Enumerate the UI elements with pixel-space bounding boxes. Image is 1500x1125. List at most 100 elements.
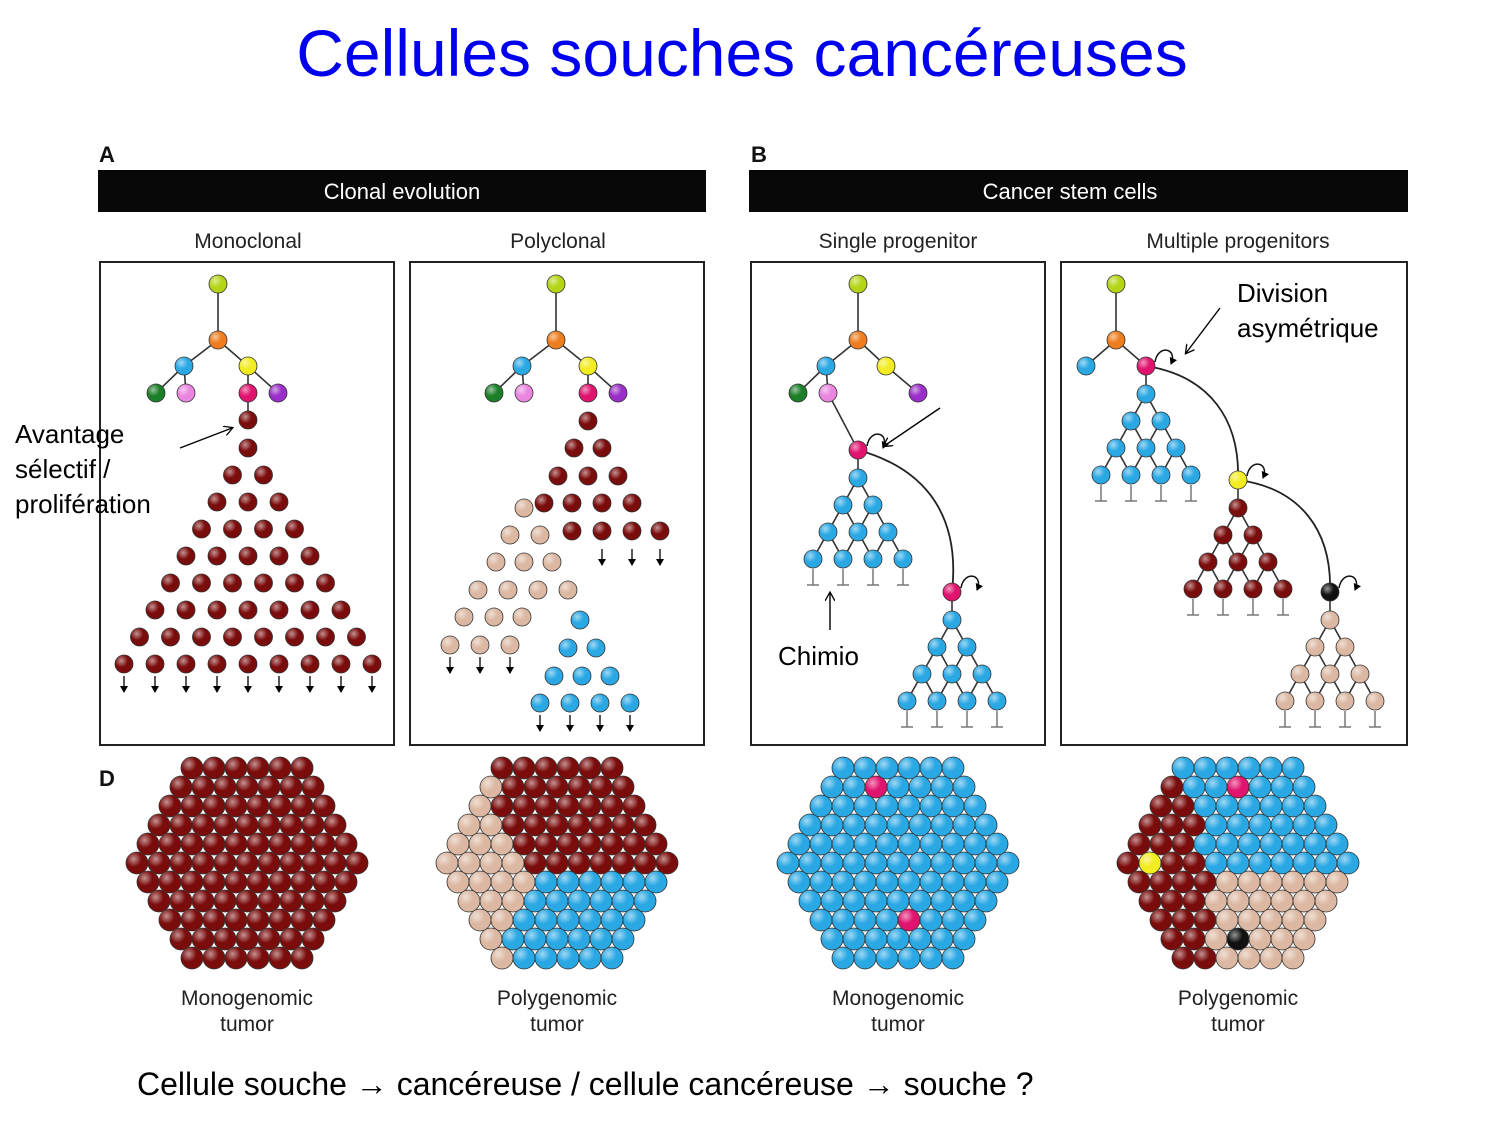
tumor-cell [556,832,580,856]
tumor-cell [886,889,910,913]
tumor-cell [301,889,325,913]
progeny-cell [942,664,962,684]
panel-letter-a: A [99,142,115,167]
tumor-cell [798,851,822,875]
tumor-cell [985,832,1009,856]
clone-cell [254,573,273,593]
differentiation-stop-mark [807,569,819,586]
tumor-cell [246,870,270,894]
tumor-cell [578,756,602,780]
progeny-cell [1166,438,1186,458]
tumor-cell [1270,851,1294,875]
lineage-link [827,392,859,451]
tumor-cell [246,908,270,932]
tumor-cell [257,889,281,913]
subclone-cell [558,638,578,658]
clone-cell [285,573,304,593]
tumor-cell [268,756,292,780]
panel-b-header-bar [749,170,1408,212]
clone-cell [192,519,211,539]
clone-cell [300,546,320,566]
subclone-cell [454,607,474,627]
tumor-cell [1193,870,1217,894]
progenitor-cell [1320,582,1340,602]
self-renewal-arrow [960,575,984,591]
tumor-cell [1171,870,1195,894]
tumor-cell [512,870,536,894]
tumor-cell [169,851,193,875]
purple-cell [908,383,928,403]
tumor-cell [545,813,569,837]
tumor-cell [534,870,558,894]
tumor-cell [180,946,204,970]
tumor-cell [1215,908,1239,932]
clone-cell [238,492,258,512]
tumor-cell [301,851,325,875]
tumor-cell [257,927,281,951]
annotation-advantage-line3: prolifération [15,489,151,519]
progeny-cell [1320,610,1340,630]
differentiation-stop-mark [1095,485,1107,502]
progeny-cell [1136,438,1156,458]
tumor-cell [490,794,514,818]
tumor-cell [1281,794,1305,818]
tumor-cell [952,813,976,837]
tumor-cell [633,889,657,913]
subclone-cell [500,525,520,545]
tumor-cell [556,794,580,818]
tumor-cell [589,927,613,951]
tumor-cell [1182,813,1206,837]
tumor-cell [147,851,171,875]
tumor-cell [468,908,492,932]
blue-cell [174,356,194,376]
tumor-cell [1248,851,1272,875]
tumor-cell [224,794,248,818]
tumor-cell [1226,775,1250,799]
clone-cell [207,492,227,512]
tumor-cell [875,756,899,780]
clone-cell [223,465,242,485]
tumor-cell [919,832,943,856]
tumor-label-1-line1: Monogenomic [181,987,313,1010]
subclone-cell [514,498,534,518]
tumor-cell [512,946,536,970]
purple-cell [268,383,288,403]
subclone-cell [498,580,518,600]
clone-cell [238,438,258,458]
tumor-cell [279,775,303,799]
tumor-cell [534,794,558,818]
progeny-cell [893,549,913,569]
progeny-cell [1198,552,1218,572]
tumor-cell [202,832,226,856]
tumor-cell [301,927,325,951]
tumor-cell [886,851,910,875]
tumor-cell [1292,813,1316,837]
tumor-cell [1204,851,1228,875]
progeny-cell [942,610,962,630]
tumor-cell [290,946,314,970]
green-cell [146,383,166,403]
tumor-cell [963,870,987,894]
tumor-cell [501,775,525,799]
tumor-cell [246,832,270,856]
tumor-cell [941,870,965,894]
tumor-cell [831,832,855,856]
progeny-cell [1243,579,1263,599]
founder-cell [848,274,868,294]
tumor-cell [1259,870,1283,894]
tumor-cell [202,794,226,818]
subclone-cell [560,693,580,713]
tumor-cell [1171,946,1195,970]
self-renewal-arrow [1338,575,1362,591]
tumor-cell [1336,851,1360,875]
tumor-cell [1171,908,1195,932]
tumor-cell [545,927,569,951]
tumor-cell [334,870,358,894]
differentiation-stop-mark [1217,599,1229,616]
clone-cell [300,600,320,620]
tumor-cell [512,756,536,780]
tumor-cell [290,794,314,818]
annotation-advantage-line1: Avantage [15,419,124,449]
tumor-cell [235,813,259,837]
tumor-cell [919,946,943,970]
